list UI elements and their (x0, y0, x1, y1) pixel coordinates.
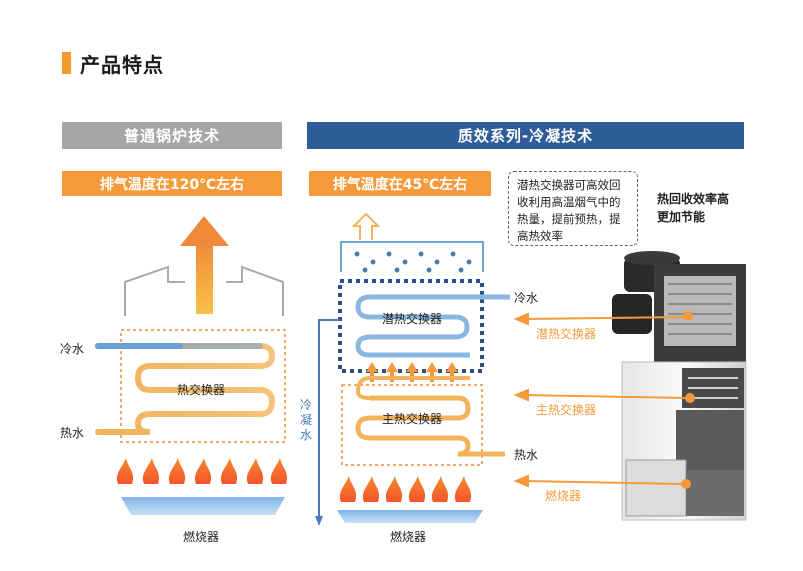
right-burner-tray (337, 510, 483, 523)
boiler-product-image (612, 251, 747, 521)
latent-exchanger-note: 潜热交换器可高效回 收利用高温烟气中的 热量，提前预热，提 高热效率 (508, 171, 638, 246)
left-exchanger-label: 热交换器 (177, 383, 226, 397)
left-coil (95, 343, 276, 435)
main-exchanger-frame (341, 384, 483, 466)
callout-arrows (513, 312, 687, 488)
right-hot-water-label: 热水 (514, 448, 539, 462)
left-flames (116, 458, 288, 484)
right-flue-hood (340, 241, 484, 272)
latent-coil (355, 294, 510, 358)
right-burner-label: 燃烧器 (390, 530, 427, 544)
exhaust-temp-120-pill: 排气温度在120℃左右 (62, 171, 282, 196)
main-exchanger-label: 主热交换器 (382, 412, 443, 426)
left-exhaust-arrow (180, 216, 229, 314)
right-exhaust-pipe (351, 212, 381, 240)
latent-exchanger-label: 潜热交换器 (382, 312, 443, 326)
main-coil (355, 376, 505, 457)
title-accent-bar (62, 52, 71, 74)
right-cold-water-label: 冷水 (514, 291, 539, 305)
right-flames (339, 476, 472, 502)
left-burner-tray (121, 497, 285, 515)
conventional-boiler-band: 普通锅炉技术 (62, 122, 282, 149)
callout-latent-exchanger: 潜热交换器 (536, 327, 597, 341)
left-hot-water-label: 热水 (60, 426, 85, 440)
callout-burner: 燃烧器 (545, 489, 582, 503)
right-condensate-drops (354, 251, 472, 273)
efficiency-note: 热回收效率高 更加节能 (657, 192, 730, 224)
left-cold-water-label: 冷水 (60, 342, 85, 356)
callout-main-exchanger: 主热交换器 (536, 403, 597, 417)
page-title: 产品特点 (80, 53, 164, 77)
condensing-tech-band: 质效系列-冷凝技术 (307, 122, 744, 149)
exhaust-temp-45-pill: 排气温度在45℃左右 (309, 171, 491, 196)
condensate-drain-pipe (315, 319, 340, 526)
condensate-label: 冷 凝 水 (299, 398, 312, 442)
left-flue-hood (124, 265, 284, 316)
latent-exchanger-frame (338, 279, 484, 373)
left-burner-label: 燃烧器 (183, 530, 220, 544)
